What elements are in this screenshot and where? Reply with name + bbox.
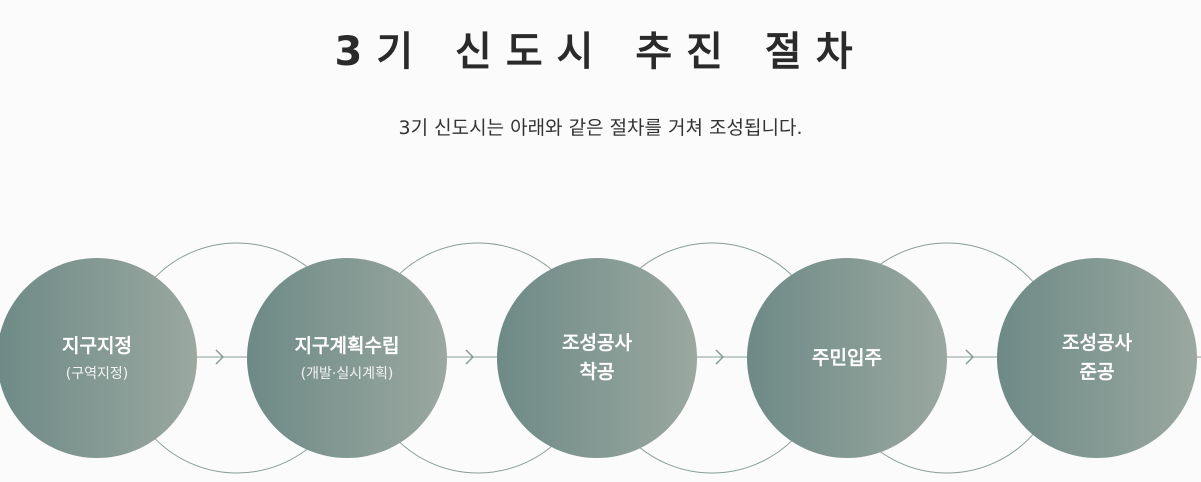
step-title-line2: 준공 bbox=[1079, 361, 1115, 383]
step-subtitle: (구역지정) bbox=[65, 365, 129, 382]
step-construction-start: 조성공사 착공 bbox=[497, 258, 697, 458]
page-title: 3기 신도시 추진 절차 bbox=[334, 29, 867, 75]
chevron-right-icon bbox=[465, 349, 475, 365]
step-title: 지구지정 bbox=[62, 334, 132, 357]
step-resident-move-in: 주민입주 bbox=[747, 258, 947, 458]
step-subtitle: (개발·실시계획) bbox=[300, 365, 394, 382]
step-title: 지구계획수립 bbox=[294, 334, 400, 357]
chevron-right-icon bbox=[965, 349, 975, 365]
page-subtitle: 3기 신도시는 아래와 같은 절차를 거쳐 조성됩니다. bbox=[398, 117, 803, 139]
step-title-line2: 착공 bbox=[579, 361, 615, 383]
step-title: 조성공사 bbox=[562, 332, 632, 354]
chevron-right-icon bbox=[215, 349, 225, 365]
process-diagram: 지구지정 (구역지정) 지구계획수립 (개발·실시계획) 조성공사 착공 주민입… bbox=[0, 230, 1201, 482]
step-district-designation: 지구지정 (구역지정) bbox=[0, 258, 197, 458]
step-title: 주민입주 bbox=[812, 346, 882, 369]
chevron-right-icon bbox=[715, 349, 725, 365]
step-title: 조성공사 bbox=[1062, 332, 1132, 354]
step-district-planning: 지구계획수립 (개발·실시계획) bbox=[247, 258, 447, 458]
step-construction-completion: 조성공사 준공 bbox=[997, 258, 1197, 458]
